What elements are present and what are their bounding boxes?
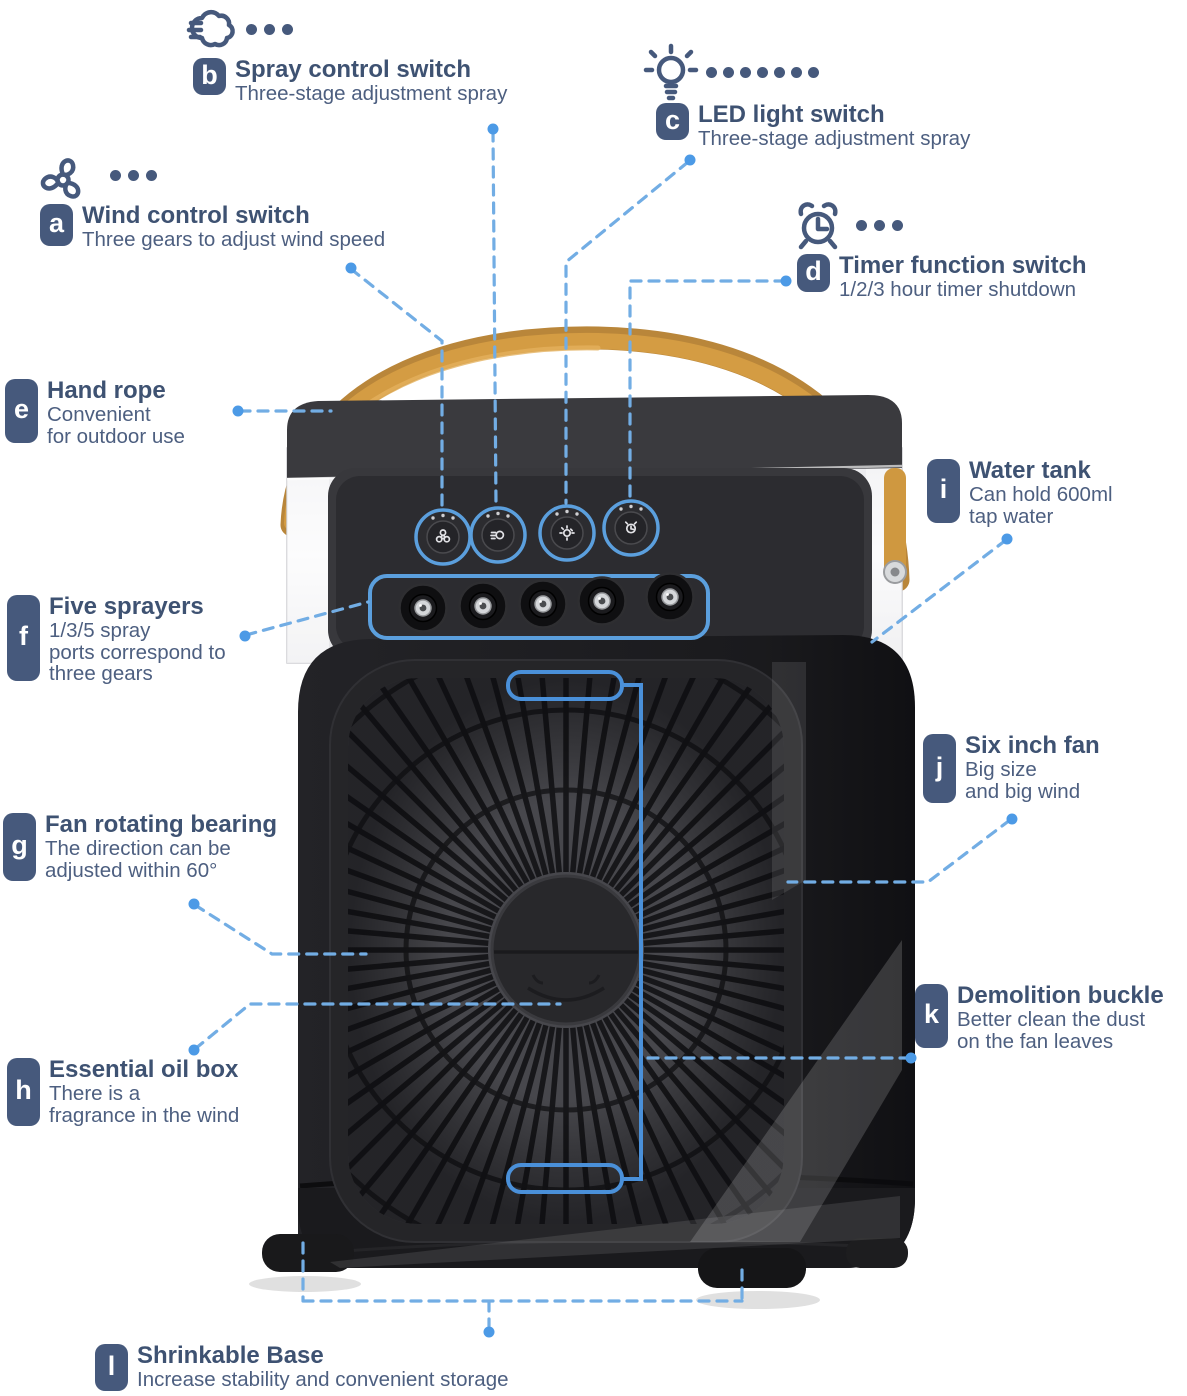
- callout-b-badge: b: [193, 58, 226, 95]
- rear-foot: [846, 1238, 908, 1268]
- callout-k-badge: k: [915, 984, 948, 1048]
- spray-icon: [490, 530, 505, 540]
- callout-k-title: Demolition buckle: [957, 982, 1164, 1009]
- callout-k: k Demolition buckle Better clean the dus…: [915, 982, 1164, 1052]
- sprayer-nozzle: [398, 583, 448, 633]
- dots-a: [110, 170, 157, 181]
- callout-j-title: Six inch fan: [965, 732, 1100, 759]
- line-i: [870, 538, 1008, 644]
- callout-e-badge: e: [5, 379, 38, 443]
- callout-a: a Wind control switch Three gears to adj…: [40, 202, 385, 251]
- callout-e-title: Hand rope: [47, 377, 166, 404]
- sprayer-nozzle: [645, 572, 695, 622]
- hub-latch: [527, 986, 605, 1002]
- spray-icon: [186, 9, 235, 48]
- dots-b: [246, 24, 293, 35]
- callout-c-badge: c: [656, 103, 689, 140]
- light-icon: [559, 525, 575, 541]
- alarm-clock-icon: [798, 202, 838, 250]
- callout-j: j Six inch fan Big size and big wind: [923, 732, 1100, 803]
- callout-d: d Timer function switch 1/2/3 hour timer…: [797, 252, 1087, 301]
- line-l: [301, 1241, 744, 1328]
- line-d: [628, 279, 787, 499]
- sprayer-nozzle: [518, 579, 568, 629]
- fan-hub: [490, 874, 642, 1026]
- callout-i-badge: i: [927, 459, 960, 523]
- dots-c: [706, 67, 819, 78]
- buckle-annotation: [506, 670, 643, 1194]
- glare-highlight: [690, 940, 902, 1242]
- callout-l: l Shrinkable Base Increase stability and…: [95, 1342, 509, 1391]
- right-foot: [698, 1248, 806, 1288]
- callout-f-title: Five sprayers: [49, 593, 204, 620]
- callout-a-badge: a: [40, 204, 73, 246]
- callout-line-dots: [188, 123, 1018, 1338]
- callout-c-title: LED light switch: [698, 101, 885, 128]
- callout-g: g Fan rotating bearing The direction can…: [3, 811, 278, 881]
- line-g: [193, 903, 368, 956]
- control-buttons: [414, 499, 660, 566]
- line-a: [349, 267, 444, 507]
- callout-c: c LED light switch Three-stage adjustmen…: [656, 101, 970, 150]
- callout-i: i Water tank Can hold 600ml tap water: [927, 457, 1113, 527]
- callout-h-title: Essential oil box: [49, 1056, 239, 1083]
- six-inch-fan: [329, 659, 803, 1243]
- light-button-highlight-ring: [538, 504, 596, 562]
- left-foot: [262, 1234, 354, 1272]
- light-bulb-icon: [643, 43, 699, 101]
- line-h: [193, 1002, 562, 1051]
- spray-button: [469, 506, 527, 564]
- callout-l-badge: l: [95, 1344, 128, 1391]
- callout-a-title: Wind control switch: [82, 202, 310, 229]
- callout-b: b Spray control switch Three-stage adjus…: [193, 56, 507, 105]
- callout-h: h Essential oil box There is a fragrance…: [7, 1056, 239, 1126]
- callout-e: e Hand rope Convenient for outdoor use: [5, 377, 185, 447]
- callout-h-badge: h: [7, 1058, 40, 1126]
- line-b: [491, 129, 498, 507]
- buckle-connector-line: [622, 683, 643, 1181]
- callout-lines: [193, 129, 1012, 1328]
- timer-icon: [624, 521, 638, 534]
- light-button: [538, 504, 596, 562]
- sprayer-nozzle: [458, 581, 508, 631]
- sprayer-nozzle: [577, 576, 627, 626]
- spray-button-highlight-ring: [469, 506, 527, 564]
- callout-g-title: Fan rotating bearing: [45, 811, 278, 838]
- callout-g-badge: g: [3, 813, 36, 881]
- dots-d: [856, 220, 903, 231]
- callout-d-title: Timer function switch: [839, 252, 1087, 279]
- timer-button-highlight-ring: [602, 499, 660, 557]
- callout-f-badge: f: [7, 595, 40, 681]
- line-f: [244, 600, 370, 637]
- callout-b-title: Spray control switch: [235, 56, 472, 83]
- line-c: [564, 160, 690, 505]
- callout-f: f Five sprayers 1/3/5 spray ports corres…: [7, 593, 226, 685]
- timer-button: [602, 499, 660, 557]
- sprayer-nozzles: [398, 572, 695, 633]
- callout-d-badge: d: [797, 254, 830, 292]
- fan-icon: [435, 529, 451, 543]
- callout-i-title: Water tank: [969, 457, 1091, 484]
- callout-j-badge: j: [923, 734, 956, 803]
- sprayer-highlight-box: [368, 574, 710, 640]
- fan-icon: [40, 158, 81, 199]
- callout-l-title: Shrinkable Base: [137, 1342, 324, 1369]
